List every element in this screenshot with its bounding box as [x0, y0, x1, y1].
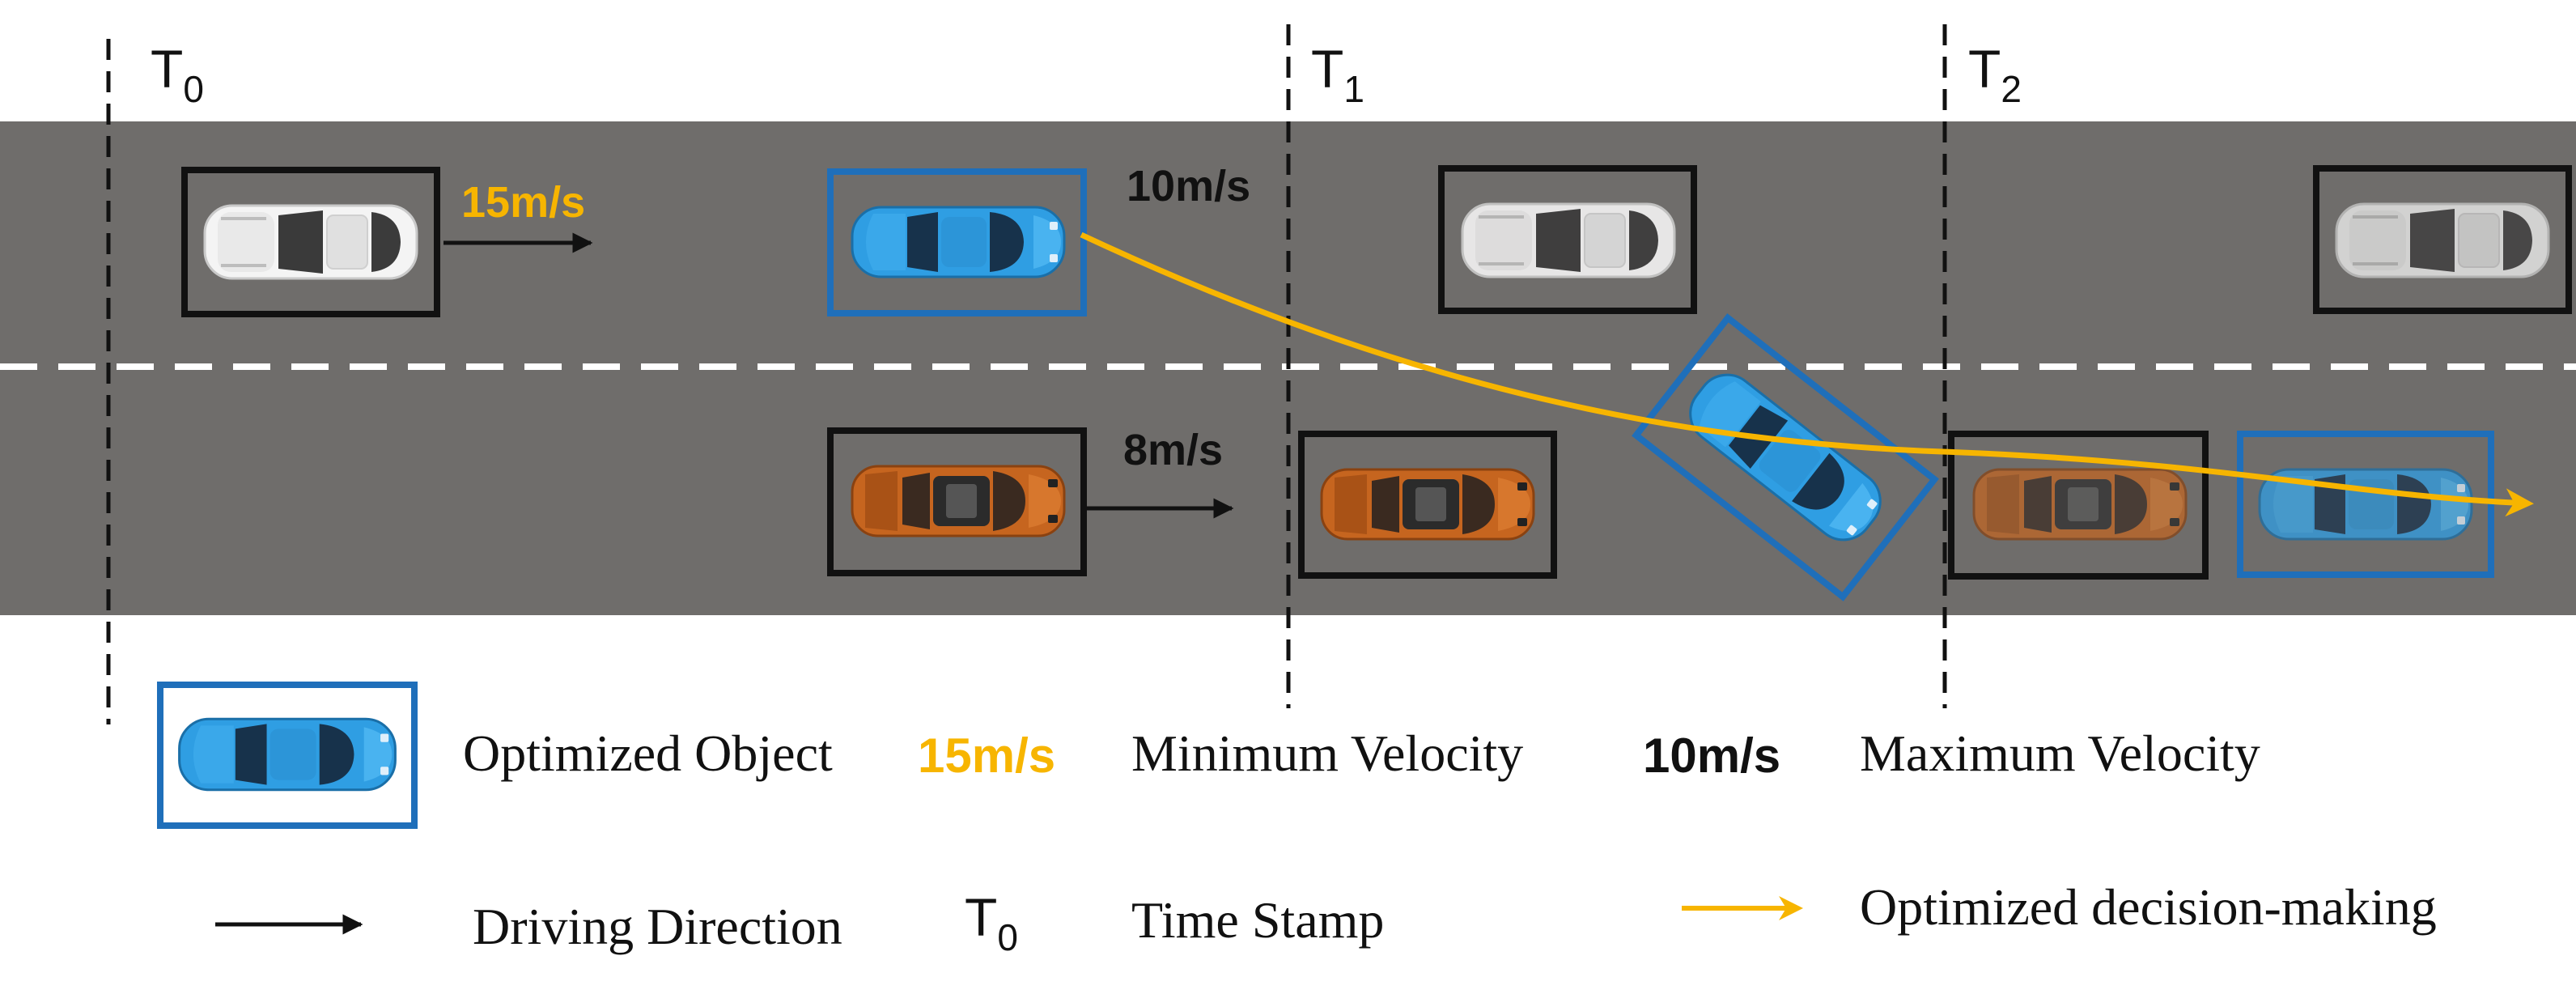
obstacle-box-orange-t2 [1948, 431, 2209, 580]
orange-car-icon [851, 465, 1066, 537]
legend-optimized-object: Optimized Object [463, 724, 833, 782]
white-car-icon [203, 204, 418, 280]
blue-car-icon [178, 717, 397, 792]
orange-car-speed: 8m/s [1123, 426, 1223, 474]
white-car-icon [2335, 202, 2550, 278]
blue-car-speed: 10m/s [1127, 162, 1250, 210]
legend-time-stamp: Time Stamp [1131, 891, 1384, 949]
legend-max-velocity-label: Maximum Velocity [1860, 724, 2260, 782]
legend-decision-making: Optimized decision-making [1860, 878, 2437, 936]
legend-time-stamp-symbol: T0 [965, 887, 1018, 958]
blue-car-icon [851, 206, 1066, 278]
trajectory-arrow-icon [1080, 232, 2534, 517]
timestamp-t1: T1 [1311, 39, 1364, 110]
legend-min-velocity-label: Minimum Velocity [1131, 724, 1523, 782]
obstacle-box-white-t2 [2313, 165, 2572, 314]
legend-min-velocity-value: 15m/s [918, 729, 1055, 783]
obstacle-box-white-t1 [1438, 165, 1697, 314]
white-car-icon [1461, 202, 1676, 278]
obstacle-box-white-t0 [181, 167, 440, 317]
legend-driving-direction: Driving Direction [473, 898, 842, 955]
white-car-speed: 15m/s [461, 178, 585, 227]
legend-max-velocity-value: 10m/s [1643, 729, 1780, 783]
orange-car-icon [1972, 468, 2188, 541]
timestamp-t2: T2 [1968, 39, 2022, 110]
obstacle-box-orange-t1 [1298, 431, 1557, 579]
obstacle-box-orange-t0 [827, 427, 1087, 576]
optimized-box-t0 [827, 168, 1087, 316]
timestamp-t0: T0 [151, 39, 204, 110]
orange-car-icon [1320, 468, 1535, 541]
legend-optimized-box [157, 682, 418, 829]
optimized-box-t2 [2237, 431, 2494, 578]
optimized-object-turning [1632, 313, 1939, 601]
